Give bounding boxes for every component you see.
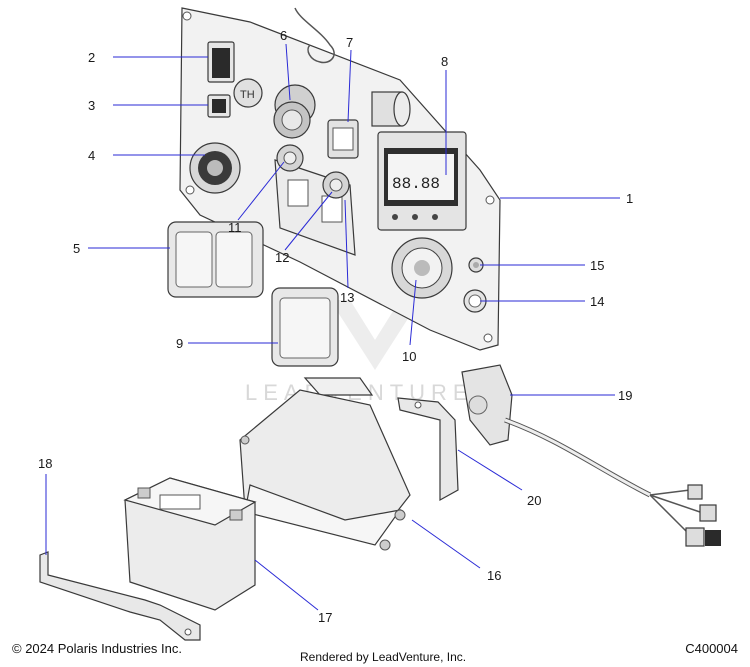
callout-6: 6	[280, 28, 287, 43]
watermark-logo	[330, 300, 420, 370]
square-switch	[327, 119, 359, 159]
callout-13: 13	[340, 290, 354, 305]
svg-text:TH: TH	[240, 89, 255, 101]
callout-5: 5	[73, 241, 80, 256]
copyright-notice: © 2024 Polaris Industries Inc.	[12, 641, 182, 656]
callout-14: 14	[590, 294, 604, 309]
leader-lines	[45, 43, 620, 611]
wire-harness-top	[294, 7, 335, 64]
throttle-button: TH	[233, 78, 263, 108]
callout-17: 17	[318, 610, 332, 625]
callout-20: 20	[527, 493, 541, 508]
callout-8: 8	[441, 54, 448, 69]
rear-cylinder	[371, 91, 411, 127]
rendered-by-credit: Rendered by LeadVenture, Inc.	[300, 650, 467, 664]
callout-labels: 1 2 3 4 5 6 7 8 9 10 11 12 13 14 15 16 1…	[38, 28, 633, 625]
callout-19: 19	[618, 388, 632, 403]
callout-18: 18	[38, 456, 52, 471]
battery	[123, 477, 257, 611]
single-switch-cover	[271, 287, 339, 367]
harness-connector	[461, 364, 721, 547]
callout-1: 1	[626, 191, 633, 206]
round-connector-left	[189, 142, 241, 194]
round-plug	[463, 289, 487, 313]
callout-3: 3	[88, 98, 95, 113]
battery-strap	[39, 551, 201, 641]
double-switch-cover	[167, 221, 264, 298]
callout-11: 11	[228, 220, 242, 235]
callout-9: 9	[176, 336, 183, 351]
callout-2: 2	[88, 50, 95, 65]
callout-16: 16	[487, 568, 501, 583]
rocker-switch-large	[207, 41, 235, 83]
mounting-bracket	[397, 397, 459, 502]
callout-10: 10	[402, 349, 416, 364]
small-grommet	[468, 257, 484, 273]
battery-tray	[239, 377, 411, 551]
diagram-code: C400004	[685, 641, 738, 656]
digital-display: 88.88	[377, 131, 467, 231]
knurled-knob	[273, 84, 316, 139]
rocker-switch-small	[207, 94, 231, 118]
round-receptacle	[391, 237, 453, 299]
svg-text:88.88: 88.88	[392, 175, 440, 193]
small-knob-right	[322, 171, 350, 199]
small-knob-left	[276, 144, 304, 172]
callout-12: 12	[275, 250, 289, 265]
callout-4: 4	[88, 148, 95, 163]
callout-7: 7	[346, 35, 353, 50]
callout-15: 15	[590, 258, 604, 273]
